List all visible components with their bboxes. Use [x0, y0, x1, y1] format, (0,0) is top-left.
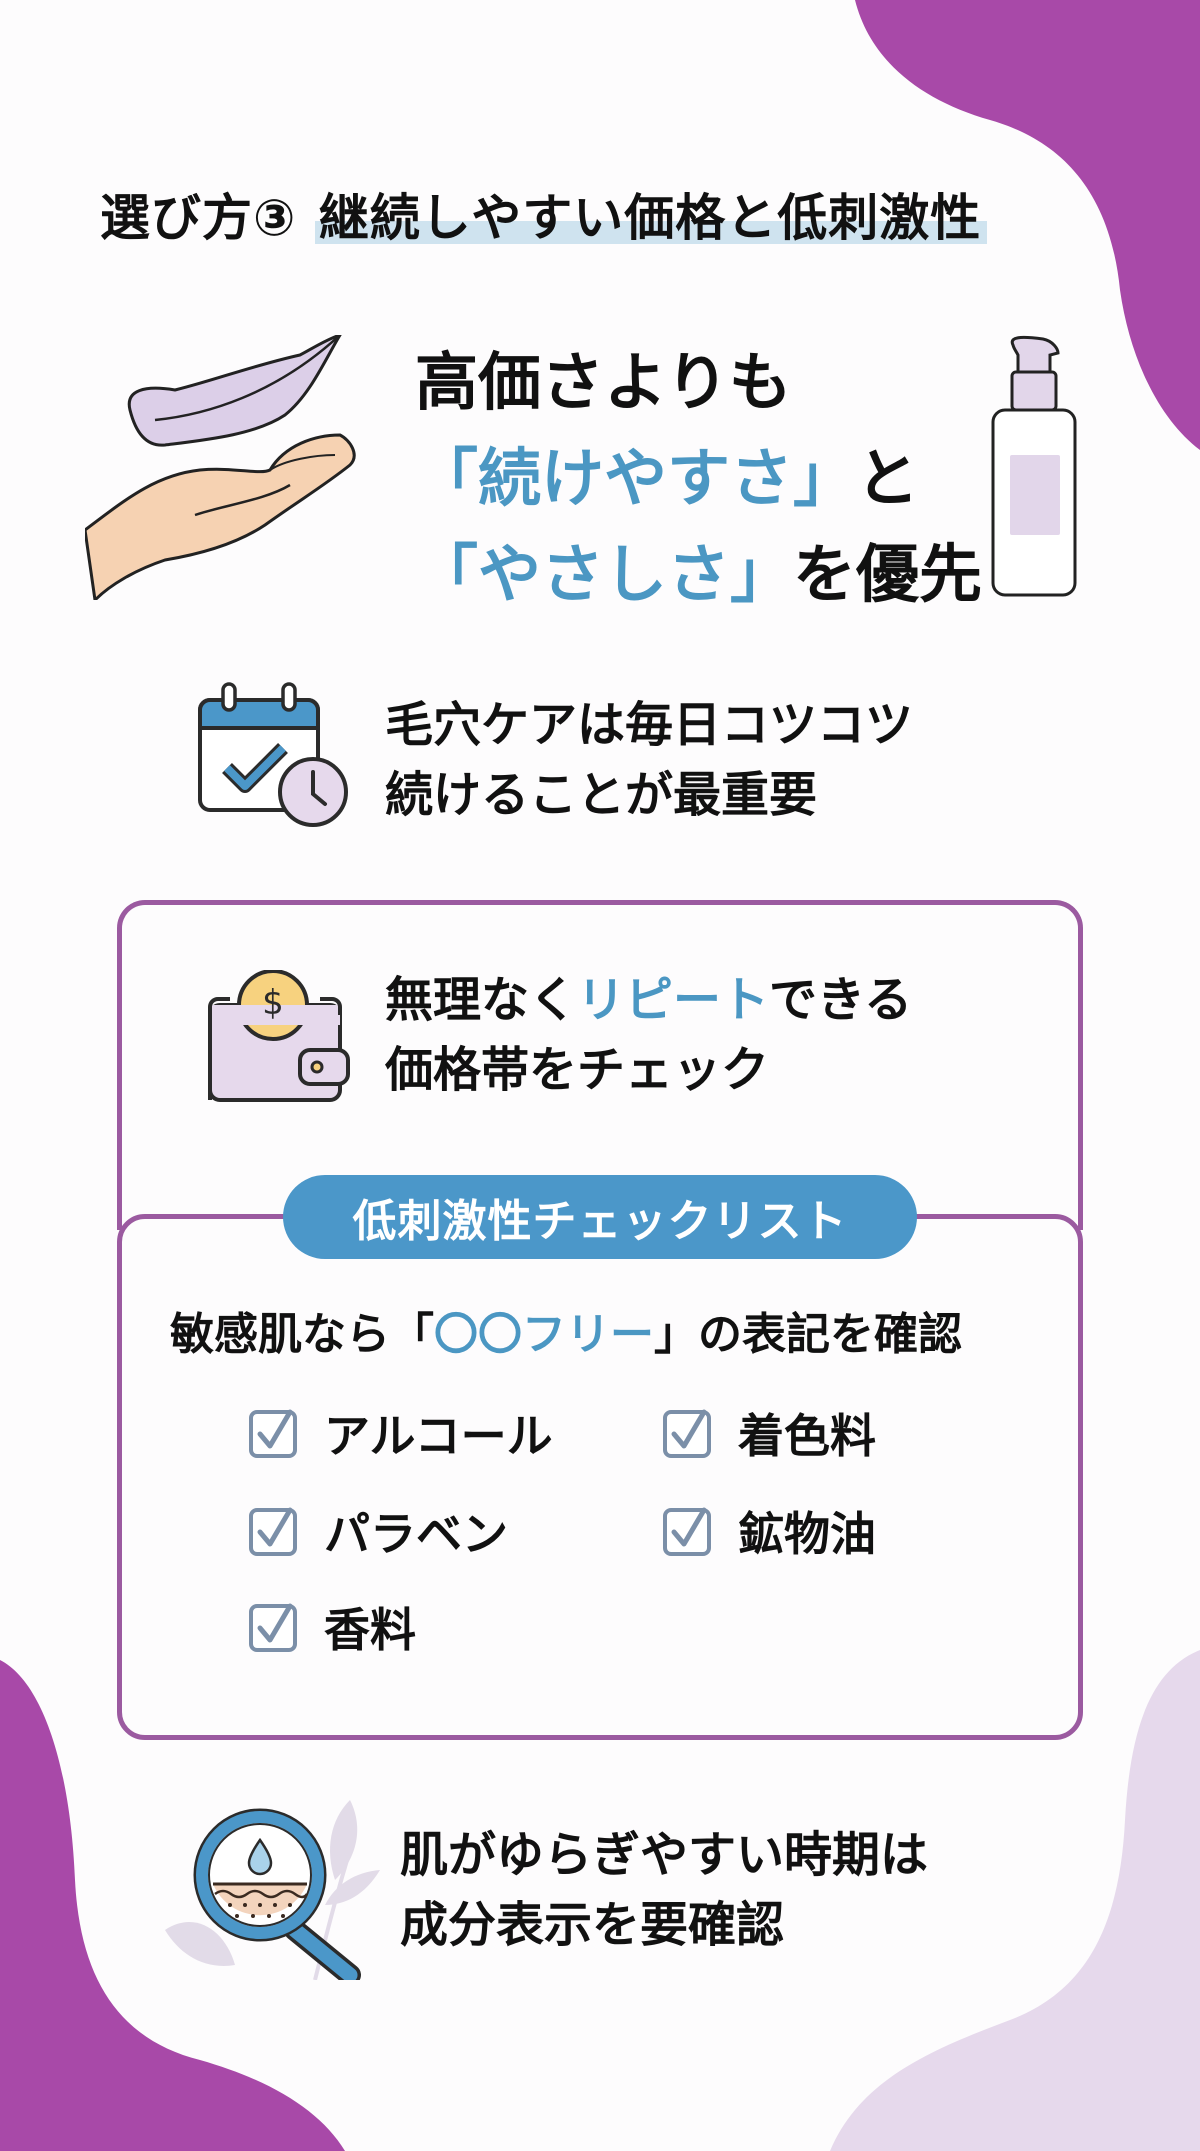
- checkbox-checked-icon[interactable]: [662, 1406, 716, 1460]
- magnifier-skin-icon: [165, 1800, 380, 1980]
- checkbox-checked-icon[interactable]: [248, 1406, 302, 1460]
- price-em-repeat: リピート: [577, 972, 770, 1028]
- pump-bottle-icon: [991, 335, 1077, 597]
- checkbox-checked-icon[interactable]: [248, 1600, 302, 1654]
- svg-text:$: $: [262, 983, 284, 1023]
- checklist-item[interactable]: 着色料: [662, 1400, 876, 1466]
- checklist-box: [117, 1214, 1083, 1740]
- price-line-2: 価格帯をチェック: [385, 1042, 770, 1098]
- checklist-item[interactable]: パラベン: [248, 1498, 508, 1564]
- checklist-subtitle: 敏感肌なら「〇〇フリー」の表記を確認: [170, 1309, 962, 1360]
- calendar-check-clock-icon: [198, 682, 348, 827]
- checkbox-checked-icon[interactable]: [662, 1504, 716, 1558]
- title-highlight: 継続しやすい価格と低刺激性: [314, 189, 988, 247]
- checklist-item[interactable]: 鉱物油: [662, 1498, 876, 1564]
- hero-text: 高価さよりも 「続けやすさ」と 「やさしさ」を優先: [415, 335, 982, 623]
- title-prefix: 選び方③: [100, 189, 297, 247]
- price-line-1: 無理なくリピートできる: [385, 972, 913, 1028]
- bottom-left-blob: [0, 1660, 345, 2151]
- bottom-right-blob: [830, 1650, 1200, 2151]
- hero-line-3: 「やさしさ」を優先: [415, 538, 982, 611]
- checklist-item-label: 香料: [324, 1603, 416, 1657]
- checklist-item[interactable]: アルコール: [248, 1400, 553, 1466]
- caution-text: 肌がゆらぎやすい時期は 成分表示を要確認: [400, 1820, 928, 1960]
- leaf-decoration: [165, 1922, 235, 1966]
- checklist-item-label: アルコール: [324, 1409, 553, 1463]
- hero-line-2: 「続けやすさ」と: [415, 442, 919, 515]
- page-title: 選び方③ 継続しやすい価格と低刺激性: [100, 178, 988, 250]
- checklist-subtitle-em: 〇〇フリー: [434, 1309, 654, 1360]
- price-text: 無理なくリピートできる 価格帯をチェック: [385, 965, 912, 1105]
- checklist-item-label: 鉱物油: [738, 1507, 876, 1561]
- feather-on-hand-icon: [85, 335, 356, 600]
- top-right-blob: [855, 0, 1200, 450]
- hero-line-1: 高価さよりも: [415, 346, 792, 419]
- caution-line-1: 肌がゆらぎやすい時期は: [400, 1827, 929, 1883]
- checklist-badge: 低刺激性チェックリスト: [283, 1175, 917, 1259]
- caution-line-2: 成分表示を要確認: [400, 1897, 785, 1953]
- routine-line-1: 毛穴ケアは毎日コツコツ: [385, 697, 914, 753]
- price-box: [117, 900, 1083, 1230]
- checklist-item[interactable]: 香料: [248, 1594, 416, 1660]
- checkbox-checked-icon[interactable]: [248, 1504, 302, 1558]
- wallet-coin-icon: $: [208, 970, 350, 1102]
- routine-text: 毛穴ケアは毎日コツコツ 続けることが最重要: [385, 690, 913, 830]
- hero-em-gentleness: やさしさ: [478, 538, 730, 611]
- checklist-item-label: パラベン: [324, 1507, 508, 1561]
- hero-em-continuity: 続けやすさ: [478, 442, 793, 515]
- checklist-item-label: 着色料: [738, 1409, 876, 1463]
- routine-line-2: 続けることが最重要: [385, 767, 818, 823]
